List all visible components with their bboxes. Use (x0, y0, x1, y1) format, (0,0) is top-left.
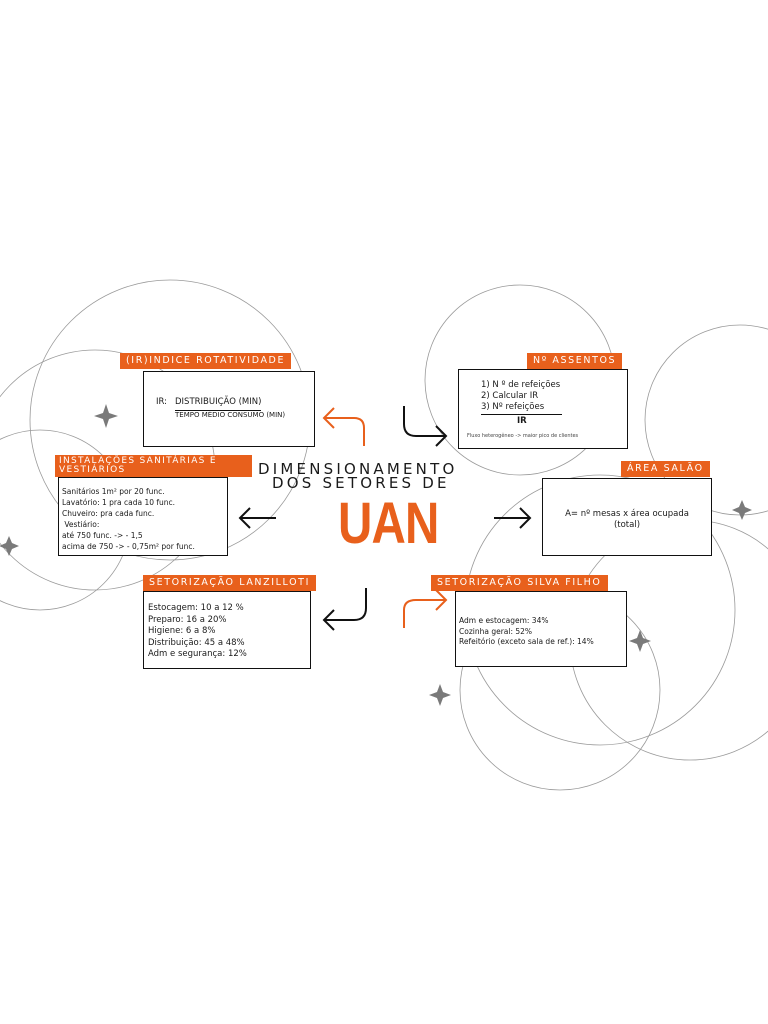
curved-arrow-up-right-icon (403, 589, 448, 628)
assentos-step-3: 3) Nº refeições (481, 402, 563, 415)
arrow-right-icon (494, 507, 532, 529)
silva-line: Cozinha geral: 52% (459, 626, 533, 636)
four-point-star-icon (629, 630, 651, 652)
assentos-box: 1) N º de refeições 2) Calcular IR 3) Nº… (458, 369, 628, 449)
assentos-note: Fluxo heterogêneo -> maior pico de clien… (467, 433, 579, 439)
lanzilloti-line: Preparo: 16 a 20% (148, 614, 227, 625)
assentos-tag: Nº ASSENTOS (527, 353, 623, 369)
ir-box: IR: DISTRIBUIÇÃO (MIN) TEMPO MÉDIO CONSU… (143, 371, 315, 447)
silva-tag: SETORIZAÇÃO SILVA FILHO (431, 575, 608, 591)
silva-box: Adm e estocagem: 34% Cozinha geral: 52% … (455, 591, 627, 667)
title-line-1: DIMENSIONAMENTO (258, 460, 458, 478)
assentos-step-1: 1) N º de refeições (481, 380, 561, 390)
four-point-star-icon (94, 404, 118, 428)
ir-numerator: DISTRIBUIÇÃO (MIN) (175, 397, 262, 411)
four-point-star-icon (429, 684, 451, 706)
ir-tag: (IR)INDICE ROTATIVIDADE (120, 353, 292, 369)
main-title: UAN (338, 491, 439, 556)
instalacoes-line: Sanitários 1m² por 20 func. (62, 487, 165, 496)
instalacoes-box: Sanitários 1m² por 20 func. Lavatório: 1… (58, 477, 228, 556)
title-line-2: DOS SETORES DE (272, 474, 450, 492)
assentos-step-2: 2) Calcular IR (481, 391, 539, 401)
instalacoes-line: até 750 func. -> - 1,5 (62, 531, 143, 540)
salao-tag: ÁREA SALÃO (621, 461, 710, 477)
ir-prefix: IR: (156, 397, 168, 407)
four-point-star-icon (0, 536, 19, 556)
assentos-denominator: IR (517, 416, 527, 426)
lanzilloti-box: Estocagem: 10 a 12 % Preparo: 16 a 20% H… (143, 591, 311, 669)
silva-line: Refeitório (exceto sala de ref.): 14% (459, 637, 594, 646)
salao-box: A= nº mesas x área ocupada (total) (542, 478, 712, 556)
lanzilloti-line: Estocagem: 10 a 12 % (148, 603, 244, 613)
four-point-star-icon (732, 500, 752, 520)
curved-arrow-down-right-icon (403, 406, 448, 447)
instalacoes-line: Vestiário: (62, 520, 100, 529)
arrow-left-icon (238, 507, 276, 529)
instalacoes-line: acima de 750 -> - 0,75m² por func. (62, 542, 195, 551)
curved-arrow-down-left-icon (322, 588, 367, 631)
instalacoes-tag: INSTALAÇÕES SANITÁRIAS E VESTIÁRIOS (55, 455, 252, 477)
instalacoes-line: Chuveiro: pra cada func. (62, 509, 155, 518)
lanzilloti-line: Higiene: 6 a 8% (148, 626, 216, 636)
curved-arrow-up-left-icon (322, 407, 365, 446)
salao-formula-total: (total) (613, 520, 641, 530)
ir-denominator: TEMPO MÉDIO CONSUMO (MIN) (175, 411, 286, 419)
salao-formula: A= nº mesas x área ocupada (565, 509, 689, 519)
instalacoes-line: Lavatório: 1 pra cada 10 func. (62, 498, 176, 507)
lanzilloti-tag: SETORIZAÇÃO LANZILLOTI (143, 575, 316, 591)
silva-line: Adm e estocagem: 34% (459, 616, 549, 625)
lanzilloti-line: Distribuição: 45 a 48% (148, 637, 245, 648)
lanzilloti-line: Adm e segurança: 12% (148, 649, 247, 659)
